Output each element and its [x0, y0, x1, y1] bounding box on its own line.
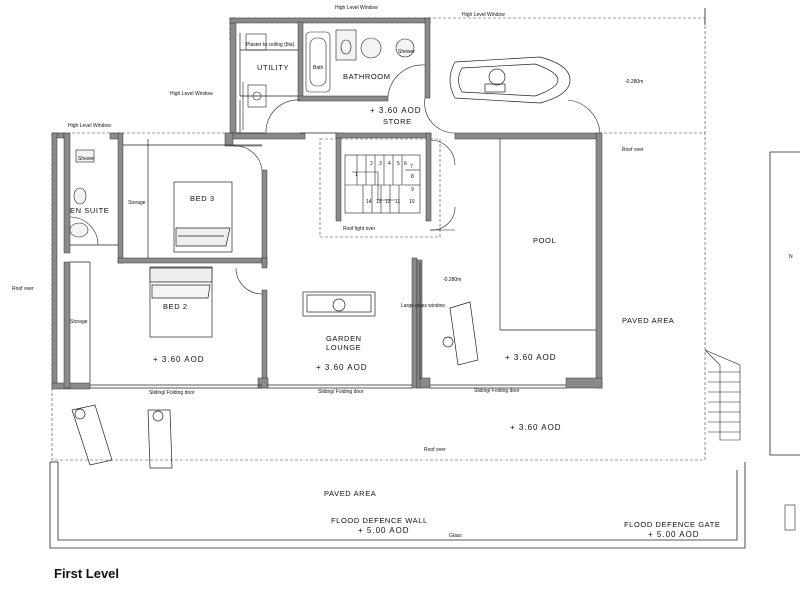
utility-fixtures-icon — [242, 33, 267, 130]
note-high-level-window: High Level Window — [170, 91, 213, 97]
label-level-aod: + 3.60 AOD — [510, 423, 562, 432]
stair-step: 8 — [411, 174, 414, 180]
room-label-bed-2: Bed 2 — [163, 302, 188, 311]
note-bath: Bath — [313, 65, 324, 71]
note-high-level-window: High Level Window — [335, 5, 378, 11]
note-glass: Glass — [449, 533, 462, 539]
note-plaster-to-ceiling: Plaster to ceiling (bta) — [246, 42, 295, 48]
stair-step: 12 — [385, 199, 391, 205]
label-level-aod: + 3.60 AOD — [505, 353, 557, 362]
label-edge-n: N — [789, 254, 793, 260]
note-roof-over: Roof over — [424, 447, 446, 453]
room-label-bed-3: Bed 3 — [190, 194, 215, 203]
stair-step: 3 — [379, 161, 382, 167]
bed-3-icon — [173, 181, 233, 253]
door-swings — [69, 64, 601, 295]
room-label-storage: Storage — [70, 319, 88, 325]
note-high-level-window: High Level Window — [68, 123, 111, 129]
sofa-icon — [302, 291, 376, 317]
note-sliding-door: Sliding/ Folding door — [318, 389, 364, 395]
label-flood-defence-wall-aod: + 5.00 AOD — [358, 526, 410, 535]
interior-lines — [70, 33, 596, 389]
label-flood-defence-gate-aod: + 5.00 AOD — [648, 530, 700, 539]
note-sliding-door: Sliding/ Folding door — [474, 388, 520, 394]
note-shower: Shower — [78, 156, 95, 162]
boat-icon — [449, 56, 571, 104]
bathroom-fixtures-icon — [335, 29, 415, 61]
staircase — [344, 154, 421, 214]
stair-step: 2 — [370, 161, 373, 167]
room-label-store: Store — [383, 117, 412, 126]
note-level: -0.280m — [443, 277, 461, 283]
label-level-aod: + 3.60 AOD — [153, 355, 205, 364]
en-suite-fixtures-icon — [69, 149, 95, 238]
room-label-bathroom: Bathroom — [343, 72, 391, 81]
note-roof-over: Roof over — [12, 286, 34, 292]
stair-step: 1 — [355, 172, 358, 178]
note-sliding-door: Sliding/ Folding door — [149, 390, 195, 396]
note-large-glass-window: Large glass window — [401, 303, 445, 309]
note-shower: Shower — [398, 49, 415, 55]
neighbour-edge — [704, 8, 800, 456]
note-roof-light-over: Roof light over — [343, 226, 376, 232]
room-labels: Utility Bathroom Store En Suite Bed 3 Be… — [70, 63, 556, 352]
label-level-aod: + 3.60 AOD — [370, 106, 422, 115]
room-label-storage: Storage — [128, 200, 146, 206]
sun-lounger-icons — [71, 301, 479, 469]
bed-2-icon — [149, 266, 213, 338]
label-level-aod: + 3.60 AOD — [316, 363, 368, 372]
stair-numbers: 1 2 3 4 5 6 7 8 9 14 13 12 11 10 — [355, 161, 415, 205]
room-label-en-suite: En Suite — [70, 206, 109, 215]
room-label-utility: Utility — [257, 63, 289, 72]
stair-step: 11 — [395, 199, 400, 205]
room-label-lounge: Lounge — [326, 343, 361, 352]
label-paved-area: Paved area — [622, 316, 674, 325]
stair-step: 10 — [409, 199, 415, 205]
label-paved-area: Paved area — [324, 489, 376, 498]
plan-title: First Level — [54, 566, 119, 581]
room-label-pool: Pool — [533, 236, 556, 245]
label-flood-defence-gate: Flood defence gate — [624, 520, 721, 529]
stair-step: 9 — [411, 187, 414, 193]
label-flood-defence-wall: Flood defence wall — [331, 516, 428, 525]
site-boundary — [49, 461, 746, 549]
annotations: High Level Window High Level Window High… — [12, 5, 793, 539]
stair-step: 5 — [397, 161, 400, 167]
note-roof-over: Roof over — [622, 147, 644, 153]
stair-step: 13 — [376, 199, 382, 205]
note-level: -0.280m — [625, 79, 643, 85]
stair-step: 4 — [388, 161, 391, 167]
walls — [51, 17, 603, 390]
stair-step: 14 — [366, 199, 372, 205]
bath-tub-icon — [305, 31, 331, 93]
note-high-level-window: High Level Window — [462, 12, 505, 18]
room-label-garden: Garden — [326, 334, 362, 343]
stair-step: 7 — [410, 164, 413, 170]
external-stair — [704, 349, 796, 531]
stair-step: 6 — [404, 161, 407, 167]
